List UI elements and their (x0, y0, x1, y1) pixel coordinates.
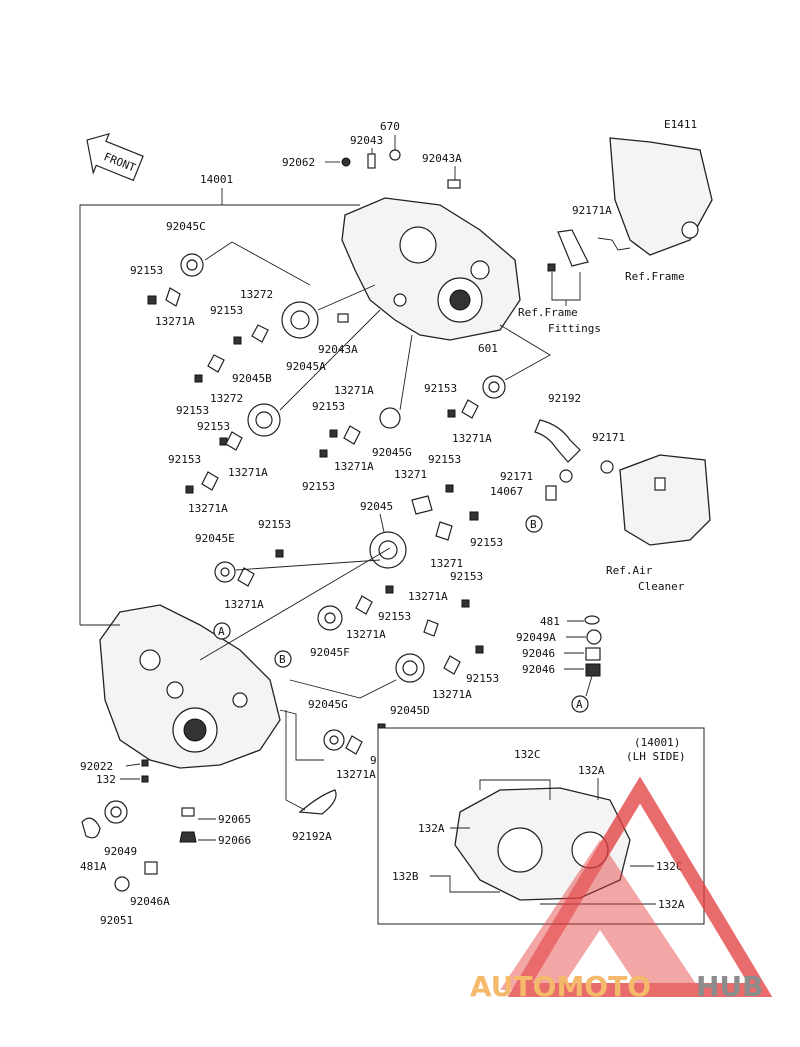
label-92153-f: 92153 (302, 480, 335, 493)
diagram-code: E1411 (664, 118, 697, 131)
ref-frame: Ref.Frame (625, 270, 685, 283)
label-92046A: 92046A (130, 895, 170, 908)
label-92022: 92022 (80, 760, 113, 773)
ref-air-1: Ref.Air (606, 564, 653, 577)
label-481A: 481A (80, 860, 107, 873)
label-92043A-mid: 92043A (318, 343, 358, 356)
label-92051: 92051 (100, 914, 133, 927)
label-92153-d: 92153 (424, 382, 457, 395)
svg-text:B: B (530, 518, 537, 531)
label-132A-a: 132A (578, 764, 605, 777)
front-arrow: FRONT (86, 132, 144, 182)
label-92153-e: 92153 (312, 400, 345, 413)
inset-code: (14001) (634, 736, 680, 749)
label-92192A: 92192A (292, 830, 332, 843)
oil-seal-92045G-a (379, 407, 401, 429)
label-13272-a: 13272 (240, 288, 273, 301)
label-132: 132 (96, 773, 116, 786)
label-13271A-d: 13271A (334, 460, 374, 473)
label-92045G-a: 92045G (372, 446, 412, 459)
label-670: 670 (380, 120, 400, 133)
label-92045F: 92045F (310, 646, 350, 659)
watermark-text-2: HUB (696, 970, 764, 1003)
label-92045G-b: 92045G (308, 698, 348, 711)
callout-a-2 (571, 695, 589, 713)
svg-text:B: B (279, 653, 286, 666)
label-13271A-f: 13271A (188, 502, 228, 515)
label-92045A: 92045A (286, 360, 326, 373)
label-92045B: 92045B (232, 372, 272, 385)
label-601: 601 (478, 342, 498, 355)
label-13271A-j: 13271A (432, 688, 472, 701)
label-13271-a: 13271 (394, 468, 427, 481)
label-92065: 92065 (218, 813, 251, 826)
label-13271A-k: 13271A (336, 768, 376, 781)
label-92153-c: 92153 (176, 404, 209, 417)
hose-92192 (534, 419, 581, 463)
label-13272-b: 13272 (210, 392, 243, 405)
dowel-92062 (341, 157, 351, 167)
label-132B: 132B (392, 870, 419, 883)
label-92153-j: 92153 (470, 536, 503, 549)
left-crankcase (99, 604, 281, 769)
label-92045D: 92045D (390, 704, 430, 717)
ref-frame-fittings-2: Fittings (548, 322, 601, 335)
label-13271A-g: 13271A (224, 598, 264, 611)
label-92153-m: 92153 (378, 610, 411, 623)
svg-text:A: A (218, 625, 225, 638)
label-13271A-b: 13271A (334, 384, 374, 397)
label-92062: 92062 (282, 156, 315, 169)
label-13271A-a: 13271A (155, 315, 195, 328)
frame-section (609, 137, 713, 256)
air-cleaner (619, 454, 711, 546)
label-92043A-top: 92043A (422, 152, 462, 165)
label-92153-g: 92153 (197, 420, 230, 433)
label-92153-k: 92153 (258, 518, 291, 531)
watermark: AUTOMOTO HUB (470, 776, 773, 1003)
label-92049A: 92049A (516, 631, 556, 644)
label-481: 481 (540, 615, 560, 628)
label-132C-a: 132C (514, 748, 541, 761)
label-92066: 92066 (218, 834, 251, 847)
label-92192: 92192 (548, 392, 581, 405)
label-92049: 92049 (104, 845, 137, 858)
label-132A-b: 132A (418, 822, 445, 835)
label-92046-b: 92046 (522, 663, 555, 676)
label-92045E: 92045E (195, 532, 235, 545)
label-92045C: 92045C (166, 220, 206, 233)
label-92046-a: 92046 (522, 647, 555, 660)
svg-text:A: A (576, 698, 583, 711)
label-13271-b: 13271 (430, 557, 463, 570)
label-14067: 14067 (490, 485, 523, 498)
label-92153-n: 92153 (466, 672, 499, 685)
watermark-triangle (507, 776, 773, 997)
label-92045: 92045 (360, 500, 393, 513)
label-92171A: 92171A (572, 204, 612, 217)
label-132A-c: 132A (658, 898, 685, 911)
ref-frame-fittings-1: Ref.Frame (518, 306, 578, 319)
right-crankcase (341, 197, 521, 341)
label-13271A-h: 13271A (408, 590, 448, 603)
callout-b-1 (274, 650, 292, 668)
label-13271A-c: 13271A (452, 432, 492, 445)
label-92153-a: 92153 (130, 264, 163, 277)
watermark-text-1: AUTOMOTO (470, 970, 651, 1003)
label-92171-b: 92171 (500, 470, 533, 483)
bracket-14001 (79, 204, 360, 625)
label-92171-a: 92171 (592, 431, 625, 444)
label-92153-b: 92153 (210, 304, 243, 317)
inset-side: (LH SIDE) (626, 750, 686, 763)
label-13271A-e: 13271A (228, 466, 268, 479)
callout-a-1 (213, 622, 231, 640)
label-14001: 14001 (200, 173, 233, 186)
label-92153-l: 92153 (450, 570, 483, 583)
ref-air-2: Cleaner (638, 580, 685, 593)
label-92043: 92043 (350, 134, 383, 147)
label-13271A-i: 13271A (346, 628, 386, 641)
label-92153-i: 92153 (428, 453, 461, 466)
callout-b-2 (525, 515, 543, 533)
label-92153-h: 92153 (168, 453, 201, 466)
